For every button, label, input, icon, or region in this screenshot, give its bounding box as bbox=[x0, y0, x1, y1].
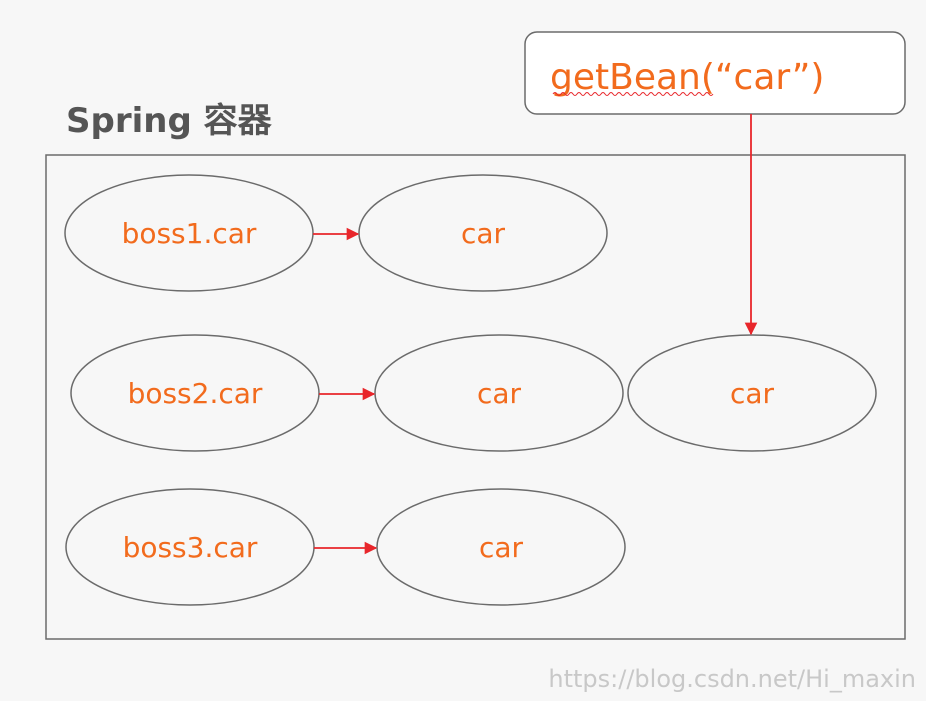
spring-container-box bbox=[45, 154, 906, 640]
spellcheck-squiggle bbox=[552, 92, 714, 96]
getbean-call-label: getBean(“car”) bbox=[550, 57, 824, 98]
watermark-text: https://blog.csdn.net/Hi_maxin bbox=[548, 665, 916, 693]
car-shared-label: car bbox=[730, 377, 775, 410]
boss3-label: boss3.car bbox=[123, 531, 258, 564]
boss1-node bbox=[64, 174, 314, 292]
boss1-label: boss1.car bbox=[122, 217, 257, 250]
container-title: Spring 容器 bbox=[66, 101, 273, 141]
boss2-node bbox=[70, 334, 320, 452]
car-row2-label: car bbox=[477, 377, 522, 410]
boss2-label: boss2.car bbox=[128, 377, 263, 410]
car-row1-label: car bbox=[461, 217, 506, 250]
car-row3-label: car bbox=[479, 531, 524, 564]
boss3-node bbox=[65, 488, 315, 606]
